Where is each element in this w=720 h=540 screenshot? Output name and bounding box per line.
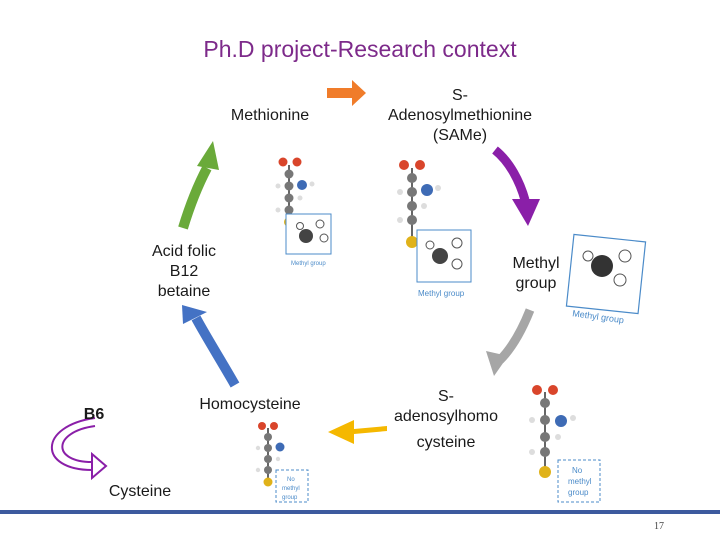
homocysteine-molecule (255, 422, 309, 503)
no-methyl-label-2b: methyl (568, 477, 592, 486)
sah-label: S- adenosylhomo cysteine (376, 387, 516, 453)
arrow-b6-cysteine-head (91, 451, 108, 481)
same-label-line1: S- (452, 87, 468, 104)
no-methyl-label-2a: No (572, 466, 583, 475)
arrow-same-to-methyl-head (512, 199, 540, 226)
methyl-group-node-label: Methyl group (500, 254, 572, 294)
page-title: Ph.D project-Research context (203, 36, 517, 62)
footer-divider (0, 510, 720, 514)
homocysteine-label: Homocysteine (199, 396, 301, 413)
methyl-label-line1: Methyl (512, 255, 560, 272)
cofactors-label: Acid folic B12 betaine (128, 242, 240, 302)
methionine-molecule (275, 157, 332, 255)
sah-label-line3: cysteine (416, 434, 476, 451)
b6-label: B6 (83, 406, 105, 423)
cofactor-betaine: betaine (157, 283, 211, 300)
arrow-b6-cysteine (51, 417, 96, 471)
methionine-label: Methionine (230, 107, 310, 124)
no-methyl-label-1c: group (282, 495, 298, 501)
page-number: 17 (654, 521, 664, 532)
methyl-group-molecule (565, 233, 647, 315)
cofactor-b12: B12 (169, 263, 199, 280)
no-methyl-label-2c: group (568, 488, 589, 497)
cysteine-label: Cysteine (108, 483, 172, 500)
sah-molecule (529, 385, 601, 503)
arrow-cofactors-to-methionine (178, 165, 212, 230)
arrow-homocysteine-to-cofactors-head (182, 305, 207, 324)
no-methyl-label-1b: methyl (282, 486, 300, 492)
arrow-homocysteine-to-cofactors (191, 315, 240, 388)
arrow-methyl-to-sah-head (486, 351, 508, 376)
same-label: S- Adenosylmethionine (SAMe) (370, 86, 550, 146)
same-label-line2: Adenosylmethionine (387, 107, 533, 124)
no-methyl-label-1a: No (287, 477, 295, 483)
arrow-cofactors-to-methionine-head (197, 141, 219, 170)
cofactor-folic-acid: Acid folic (151, 243, 217, 260)
sah-label-line1: S- (438, 388, 454, 405)
methyl-label-line2: group (515, 275, 557, 292)
arrow-methionine-to-same (327, 80, 366, 106)
arrow-sah-to-homocysteine (328, 420, 387, 444)
arrow-b6-cysteine-inner (61, 425, 96, 463)
methyl-group-label-2: Methyl group (418, 289, 465, 298)
methyl-group-label-1: Methyl group (291, 261, 326, 267)
sah-label-line2: adenosylhomo (393, 408, 499, 425)
arrow-same-to-methyl (492, 146, 530, 202)
same-label-line3: (SAMe) (432, 127, 488, 144)
same-molecule (397, 160, 472, 283)
arrow-methyl-to-sah (496, 308, 535, 364)
